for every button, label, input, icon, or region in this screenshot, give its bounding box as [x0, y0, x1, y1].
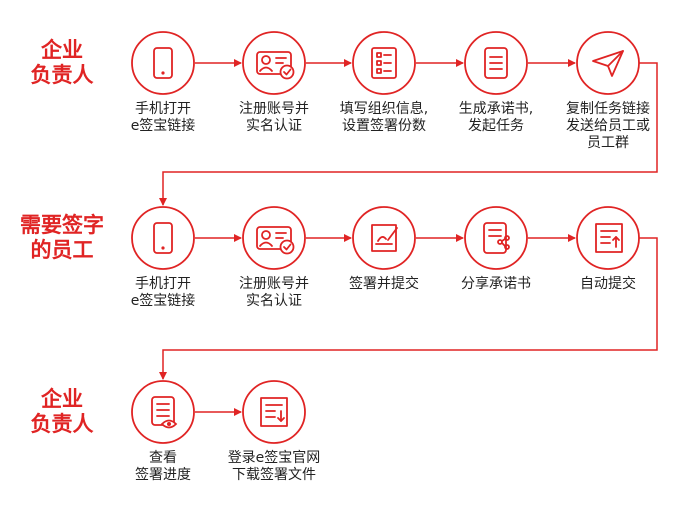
step-label: 复制任务链接发送给员工或员工群 — [549, 101, 667, 152]
id-card-icon — [256, 226, 295, 255]
step-label-line: 发送给员工或 — [566, 118, 650, 134]
phone-icon — [153, 47, 173, 79]
step-label-line: 生成承诺书, — [458, 101, 534, 117]
step-label: 登录e签宝官网下载签署文件 — [215, 450, 333, 484]
download-document-icon — [260, 397, 288, 427]
step-label: 注册账号并实名认证 — [215, 101, 333, 135]
role-label-line: 企业 — [41, 38, 83, 62]
id-card-icon — [256, 51, 295, 80]
upload-document-icon — [595, 223, 623, 253]
step-label-line: 发起任务 — [468, 118, 524, 134]
step-node — [576, 31, 640, 95]
role-label-line: 负责人 — [30, 412, 94, 436]
step-label-line: 签署进度 — [135, 467, 191, 483]
step-node — [131, 380, 195, 444]
row-connector-arrow — [159, 237, 658, 380]
step-node — [242, 206, 306, 270]
role-label: 需要签字的员工 — [8, 213, 116, 263]
step-label-line: 设置签署份数 — [342, 118, 426, 134]
step-label-line: e签宝链接 — [130, 118, 196, 134]
role-label-line: 企业 — [41, 387, 83, 411]
step-node — [576, 206, 640, 270]
step-label: 生成承诺书,发起任务 — [437, 101, 555, 135]
checklist-icon — [371, 47, 397, 79]
role-label-line: 的员工 — [30, 238, 94, 262]
row-connector-arrow — [159, 62, 658, 206]
step-label: 分享承诺书 — [437, 276, 555, 293]
document-icon — [484, 47, 508, 79]
step-label-line: 下载签署文件 — [232, 467, 316, 483]
step-label-line: 注册账号并 — [239, 101, 309, 117]
step-label-line: 填写组织信息, — [339, 101, 429, 117]
role-label: 企业负责人 — [8, 38, 116, 88]
step-label: 查看签署进度 — [104, 450, 222, 484]
step-label-line: 实名认证 — [246, 293, 302, 309]
step-label: 注册账号并实名认证 — [215, 276, 333, 310]
step-label-line: 查看 — [149, 450, 177, 466]
step-label: 签署并提交 — [325, 276, 443, 293]
step-node — [131, 206, 195, 270]
view-document-icon — [151, 396, 178, 429]
step-label-line: 员工群 — [587, 135, 629, 151]
step-label-line: 自动提交 — [580, 276, 636, 292]
step-label-line: 实名认证 — [246, 118, 302, 134]
step-label-line: 复制任务链接 — [566, 101, 650, 117]
step-label-line: 签署并提交 — [349, 276, 419, 292]
step-label-line: 登录e签宝官网 — [227, 450, 321, 466]
paper-plane-icon — [592, 50, 624, 77]
sign-pen-icon — [371, 224, 398, 252]
step-label-line: e签宝链接 — [130, 293, 196, 309]
step-label: 填写组织信息,设置签署份数 — [325, 101, 443, 135]
step-node — [131, 31, 195, 95]
step-node — [242, 380, 306, 444]
role-label-line: 负责人 — [30, 63, 94, 87]
role-label: 企业负责人 — [8, 387, 116, 437]
share-document-icon — [483, 222, 510, 254]
step-label-line: 注册账号并 — [239, 276, 309, 292]
step-node — [242, 31, 306, 95]
step-label: 自动提交 — [549, 276, 667, 293]
step-label-line: 手机打开 — [135, 276, 191, 292]
step-label-line: 分享承诺书 — [461, 276, 531, 292]
phone-icon — [153, 222, 173, 254]
step-node — [464, 206, 528, 270]
step-label-line: 手机打开 — [135, 101, 191, 117]
role-label-line: 需要签字 — [20, 213, 104, 237]
